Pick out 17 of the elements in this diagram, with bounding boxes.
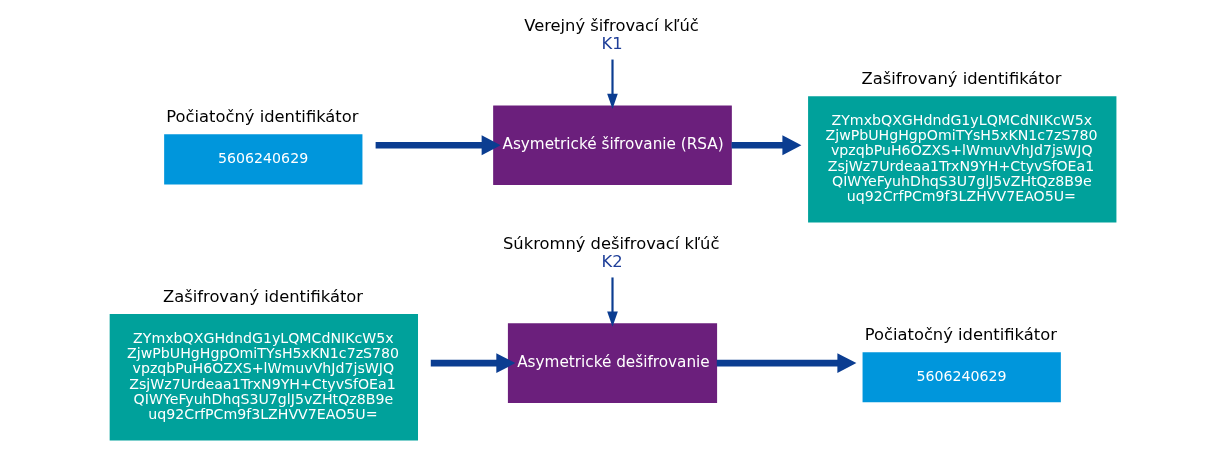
node-text: Súkromný dešifrovací kľúč K2: [502, 233, 719, 271]
arrow: [430, 352, 515, 373]
arrow: [716, 352, 856, 373]
node-box: 5606240629: [862, 351, 1061, 402]
node-box: 5606240629: [163, 133, 362, 184]
node-label: Počiatočný identifikátor: [864, 324, 1057, 344]
node-box: Asymetrické dešifrovanie: [507, 322, 717, 403]
arrow: [731, 134, 801, 155]
node-box: ZYmxbQXGHdndG1yLQMCdNIKcW5x ZjwPbUHgHgpOmiTYsH5xKN1c7zS780 vpzqbPuH6OZXS+lWmuvVhJd7jsWJQ ZsjWz7Urdeaa1TrxN9YH+CtyvSfOEa1 QIWYeFyuhDhqS3U7glJ5vZHtQz8B9e uq92CrfPCm9f3LZHVV7EAO5U=: [109, 313, 418, 440]
node-label: Zašifrovaný identifikátor: [860, 68, 1061, 88]
node-label: Počiatočný identifikátor: [165, 106, 358, 126]
arrow: [606, 59, 618, 109]
node-box: Asymetrické šifrovanie (RSA): [492, 104, 732, 185]
node-box: ZYmxbQXGHdndG1yLQMCdNIKcW5x ZjwPbUHgHgpOmiTYsH5xKN1c7zS780 vpzqbPuH6OZXS+lWmuvVhJd7jsWJQ ZsjWz7Urdeaa1TrxN9YH+CtyvSfOEa1 QIWYeFyuhDhqS3U7glJ5vZHtQz8B9e uq92CrfPCm9f3LZHVV7EAO5U=: [807, 95, 1116, 223]
node-text: Verejný šifrovací kľúč K1: [523, 15, 699, 53]
node-label: Zašifrovaný identifikátor: [162, 286, 363, 306]
arrow: [606, 276, 618, 327]
